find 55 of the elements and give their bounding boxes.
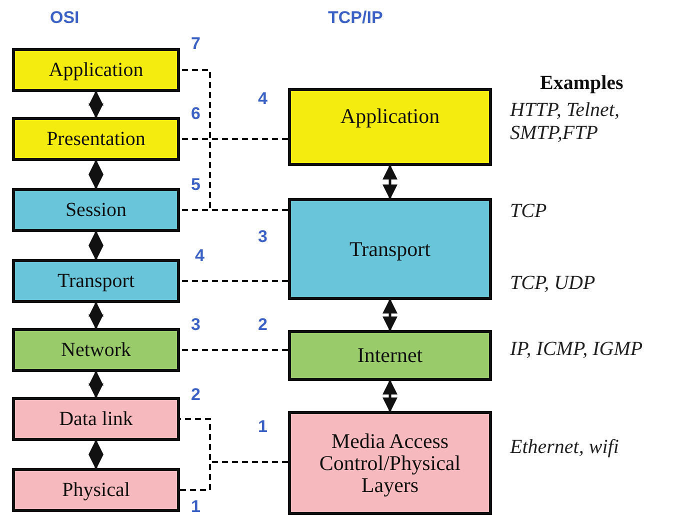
layer-name: Network (61, 340, 131, 360)
layer-number: 3 (258, 227, 268, 247)
mapping-line (180, 209, 288, 211)
layer-name: Application (48, 60, 144, 80)
example-text: IP, ICMP, IGMP (510, 338, 643, 361)
layer-number: 1 (258, 417, 268, 437)
layer-name: Transport (57, 270, 135, 292)
layer-number: 7 (191, 34, 200, 54)
mapping-line (180, 138, 288, 140)
layer-name: Session (65, 200, 127, 220)
layer-name: Physical (62, 480, 130, 500)
layer-number: 6 (191, 104, 200, 124)
double-arrow (382, 164, 398, 200)
example-text: Ethernet, wifi (510, 436, 619, 459)
column-heading: Examples (540, 72, 624, 95)
layer-box (12, 117, 180, 161)
layer-box (288, 411, 492, 515)
layer-number: 1 (191, 497, 200, 517)
mapping-line (180, 280, 288, 282)
layer-box (12, 397, 180, 441)
layer-box (288, 198, 492, 300)
double-arrow (382, 380, 398, 412)
layer-name: Data link (59, 408, 133, 430)
layer-name: Application (340, 105, 440, 128)
double-arrow (88, 440, 104, 470)
layer-number: 2 (258, 315, 268, 335)
mapping-line (180, 461, 288, 491)
double-arrow (88, 160, 104, 190)
example-text: TCP, UDP (510, 272, 596, 295)
double-arrow (88, 230, 104, 260)
layer-number: 4 (195, 246, 204, 266)
layer-box (12, 188, 180, 232)
layer-box (12, 328, 180, 372)
layer-box (288, 330, 492, 381)
mapping-line (180, 349, 288, 351)
double-arrow (88, 370, 104, 398)
layer-name: Internet (357, 344, 423, 367)
layer-box (12, 48, 180, 92)
layer-number: 3 (191, 315, 200, 335)
layer-name: Presentation (46, 128, 146, 150)
double-arrow (88, 90, 104, 118)
layer-box (12, 259, 180, 303)
example-text: TCP (510, 200, 547, 223)
layer-name: Media Access Control/Physical Layers (318, 430, 462, 496)
layer-box (288, 88, 492, 166)
layer-number: 4 (258, 89, 268, 109)
layer-box (12, 468, 180, 512)
double-arrow (88, 302, 104, 330)
double-arrow (382, 298, 398, 332)
column-heading: OSI (50, 8, 80, 28)
layer-name: Transport (350, 238, 430, 260)
column-heading: TCP/IP (328, 8, 383, 28)
layer-number: 5 (191, 175, 200, 195)
example-text: HTTP, Telnet, SMTP,FTP (510, 99, 620, 145)
layer-number: 2 (191, 385, 200, 405)
